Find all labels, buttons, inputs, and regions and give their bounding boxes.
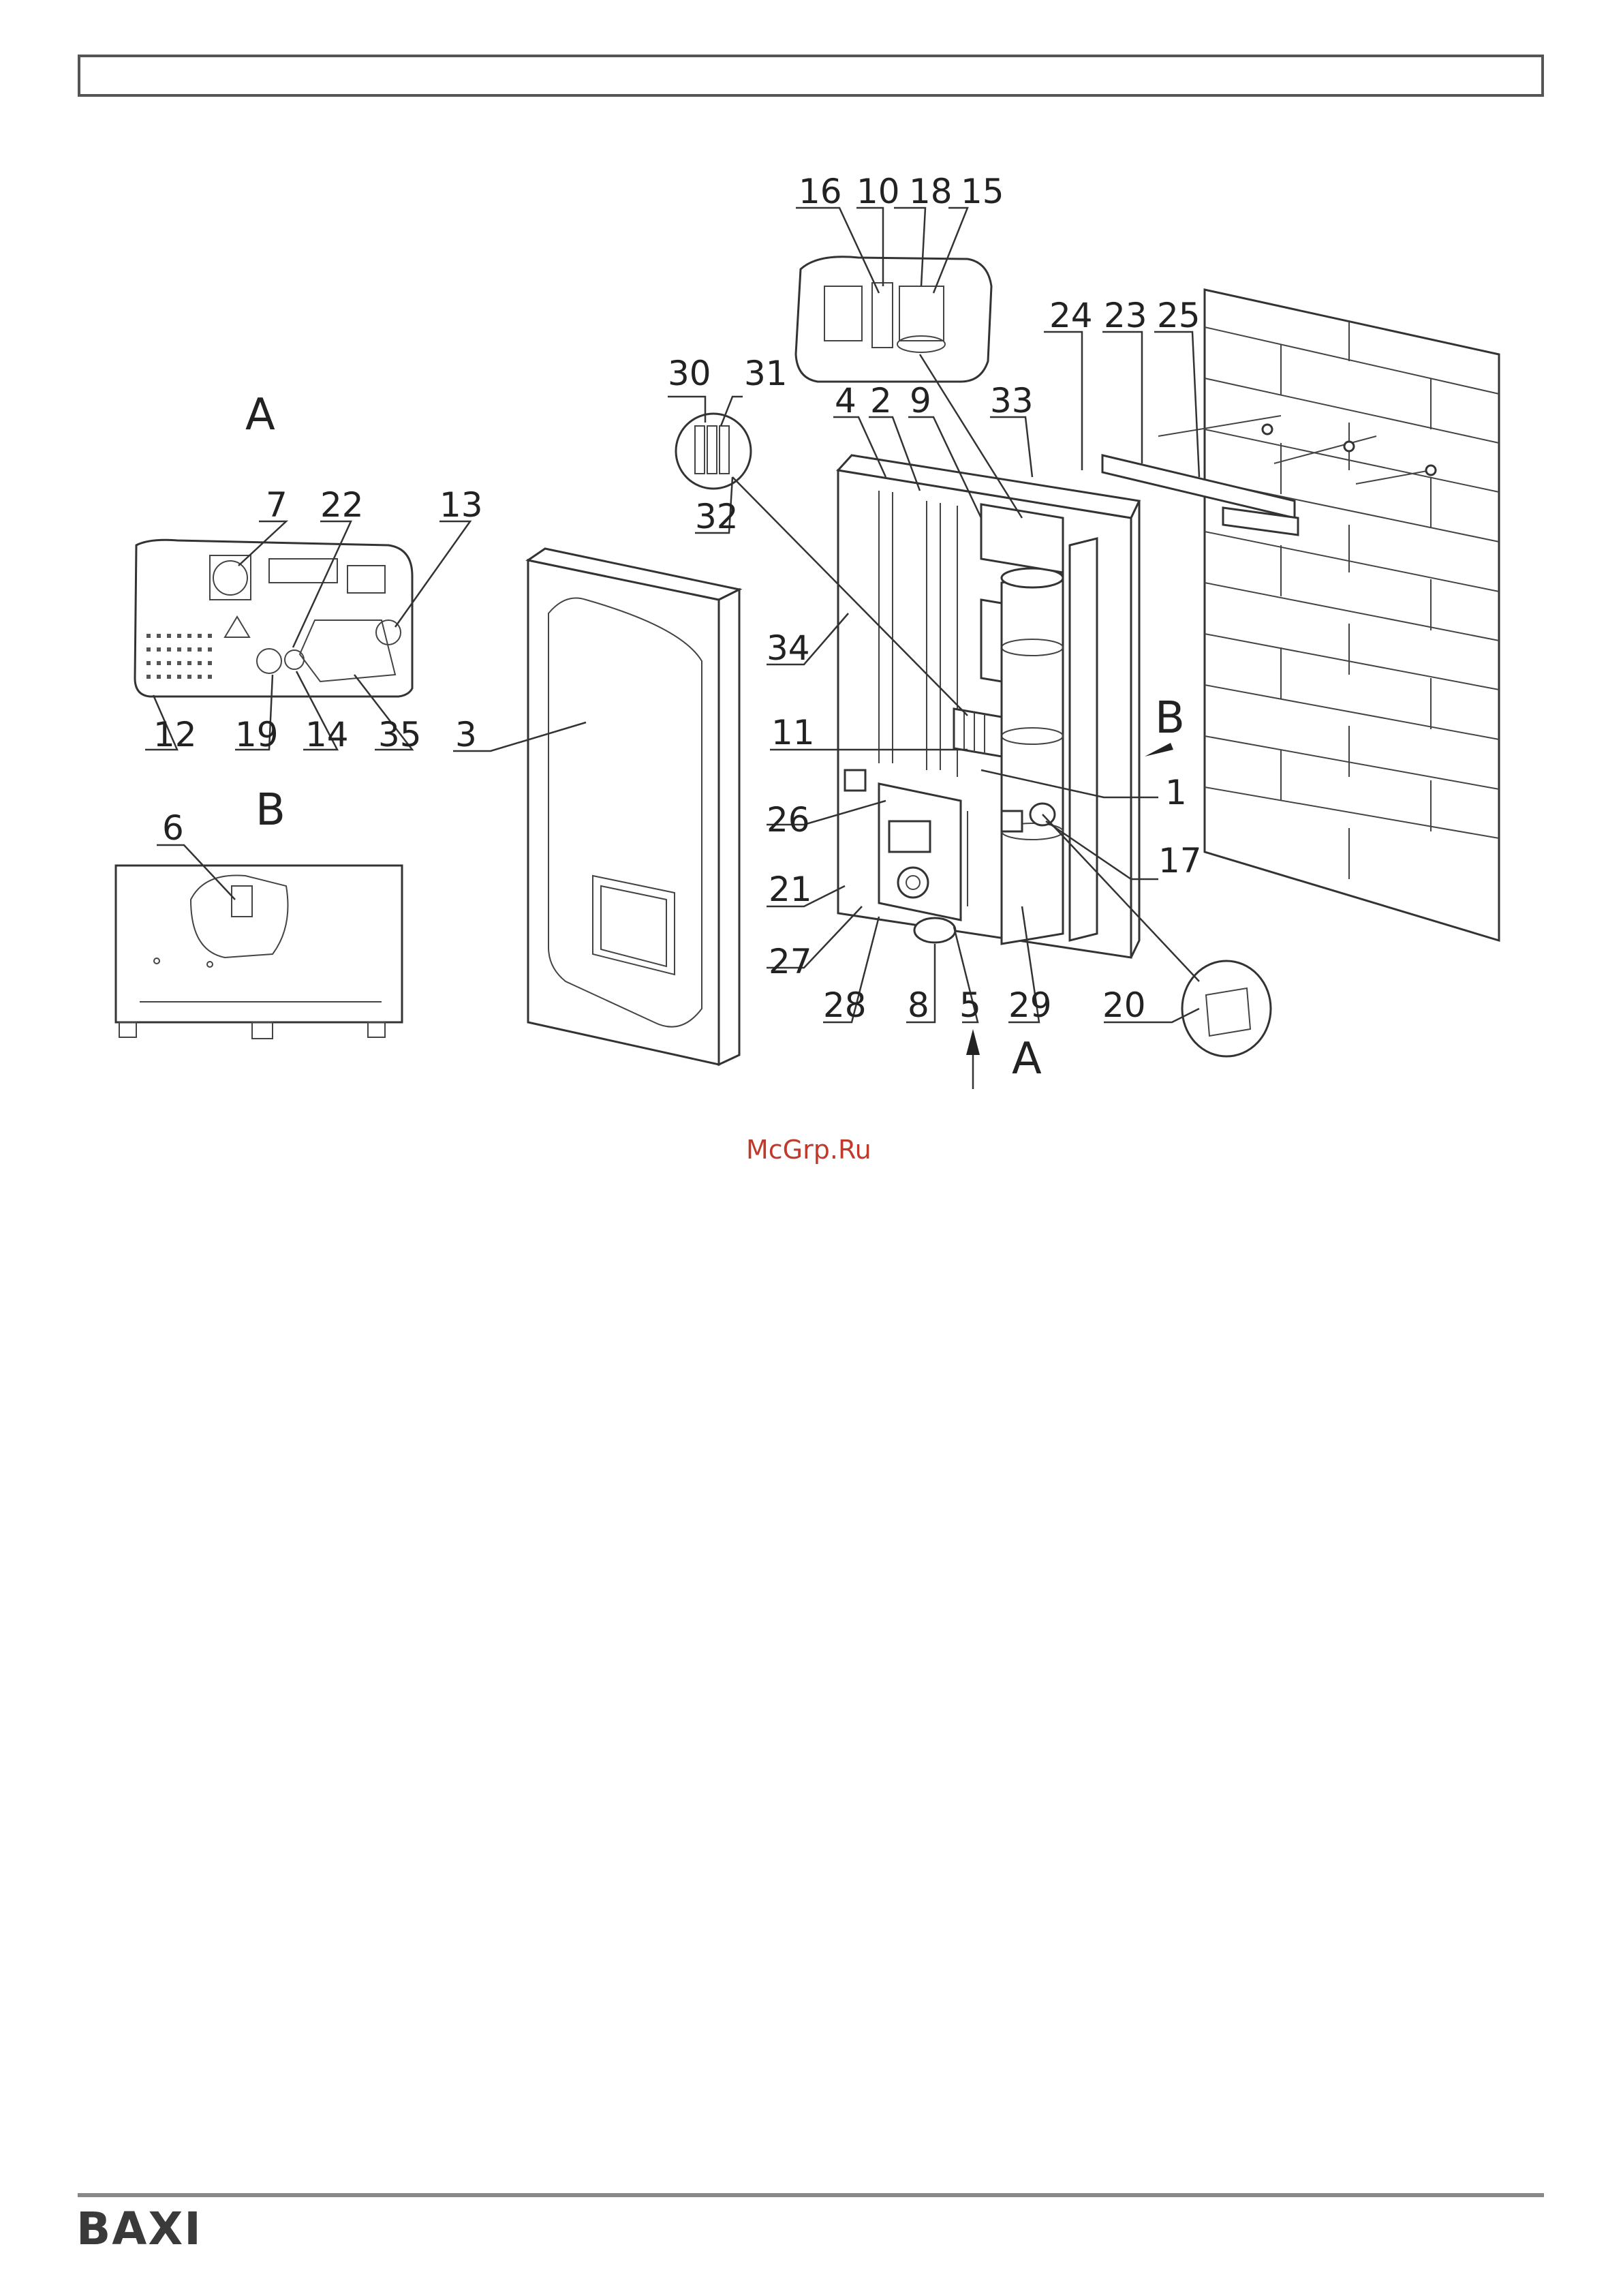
- view-label-a-left: A: [245, 390, 275, 440]
- callout-3: 3: [455, 715, 477, 754]
- callout-33: 33: [990, 381, 1034, 420]
- callout-29: 29: [1008, 985, 1052, 1025]
- callout-25: 25: [1157, 296, 1201, 335]
- callout-17: 17: [1158, 841, 1202, 881]
- watermark: McGrp.Ru: [746, 1135, 871, 1165]
- detail-top: [796, 257, 991, 382]
- callout-10: 10: [856, 172, 900, 211]
- callout-8: 8: [908, 985, 929, 1025]
- callout-19: 19: [235, 715, 279, 754]
- footer-rule: [78, 2193, 1544, 2197]
- brand-logo: BAXI: [76, 2203, 202, 2255]
- callout-13: 13: [439, 485, 483, 525]
- callout-20: 20: [1102, 985, 1146, 1025]
- view-label-b-left: B: [256, 785, 285, 836]
- callout-9: 9: [910, 381, 931, 420]
- callout-7: 7: [266, 485, 288, 525]
- callout-5: 5: [959, 985, 981, 1025]
- view-label-b-arrow: B: [1155, 693, 1185, 744]
- callout-4: 4: [835, 381, 856, 420]
- callout-30: 30: [668, 354, 711, 393]
- detail-terminals: [676, 414, 751, 489]
- callout-24: 24: [1049, 296, 1093, 335]
- callout-32: 32: [695, 497, 739, 536]
- callout-26: 26: [767, 800, 810, 840]
- view-a-bottom-panel: [135, 540, 412, 697]
- callout-11: 11: [771, 713, 815, 752]
- brick-wall: [1205, 290, 1499, 940]
- callout-28: 28: [823, 985, 867, 1025]
- detail-sensor: [1182, 961, 1271, 1056]
- callout-16: 16: [799, 172, 842, 211]
- callout-35: 35: [378, 715, 422, 754]
- callout-34: 34: [767, 628, 810, 668]
- callout-1: 1: [1165, 773, 1187, 812]
- main-unit: [838, 455, 1139, 958]
- callout-31: 31: [744, 354, 788, 393]
- callout-12: 12: [153, 715, 197, 754]
- callout-6: 6: [162, 808, 184, 848]
- callout-2: 2: [870, 381, 892, 420]
- callout-23: 23: [1104, 296, 1147, 335]
- callout-21: 21: [769, 870, 812, 909]
- front-cover: [528, 549, 739, 1065]
- callout-14: 14: [305, 715, 349, 754]
- callout-27: 27: [769, 942, 812, 981]
- callout-15: 15: [961, 172, 1004, 211]
- callout-18: 18: [909, 172, 953, 211]
- view-label-a-arrow: A: [1012, 1034, 1042, 1084]
- view-b-side-panel: [116, 866, 402, 1039]
- callout-22: 22: [320, 485, 364, 525]
